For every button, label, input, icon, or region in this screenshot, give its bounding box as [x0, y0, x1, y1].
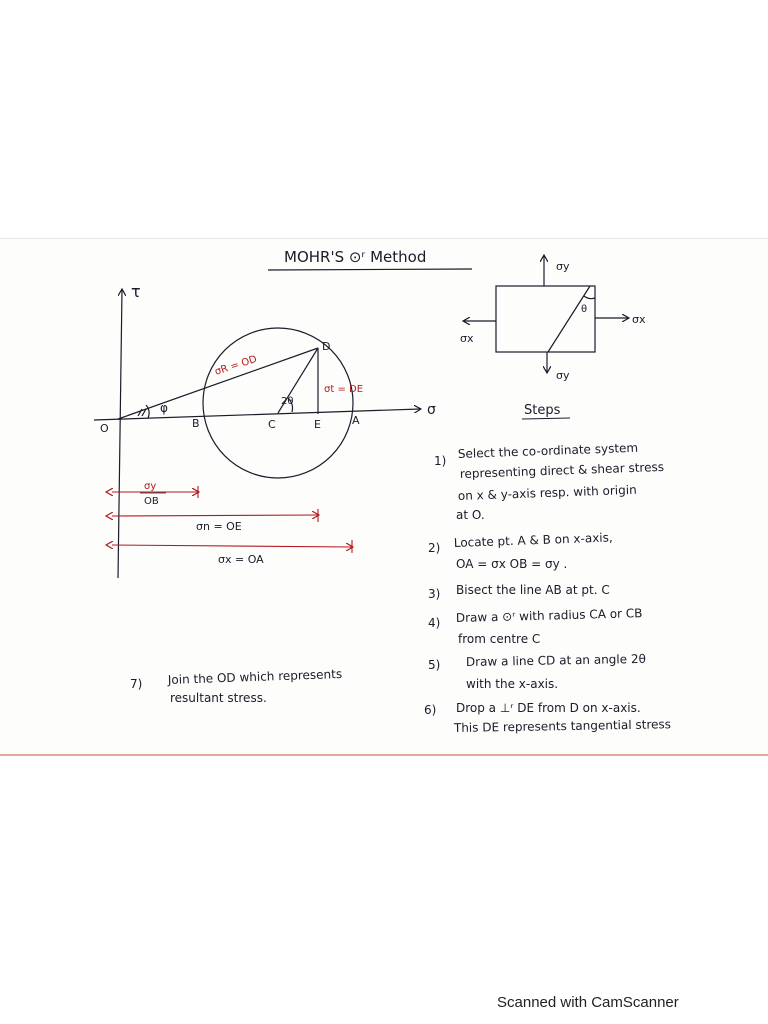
dim-sy-label: σy: [144, 481, 156, 492]
line-od: [117, 347, 319, 420]
step-7-line-1: Join the OD which represents: [167, 667, 343, 687]
step-1-number: 1): [434, 454, 446, 468]
step-5: 5) Draw a line CD at an angle 2θ with th…: [428, 652, 646, 691]
dim-sx-label: σx = OA: [218, 553, 264, 566]
element-square: [495, 285, 596, 353]
point-o-label: O: [100, 422, 109, 435]
step-4-line-1: Draw a ⊙ʳ with radius CA or CB: [456, 606, 643, 625]
dim-ob-label: OB: [144, 496, 159, 507]
element-sy-top: σy: [556, 260, 570, 273]
scanner-watermark: Scanned with CamScanner: [497, 994, 679, 1011]
point-e-label: E: [314, 418, 321, 431]
tangential-label: σt = DE: [324, 384, 363, 395]
dim-oa-line: [112, 545, 352, 547]
step-5-line-2: with the x-axis.: [466, 677, 558, 691]
step-3-line-1: Bisect the line AB at pt. C: [456, 583, 610, 597]
step-7: 7) Join the OD which represents resultan…: [130, 667, 342, 705]
dim-sn-label: σn = OE: [196, 520, 242, 533]
step-1-line-2: representing direct & shear stress: [460, 460, 665, 481]
mohr-circle: [202, 327, 354, 479]
mohr-diagram: [93, 290, 420, 579]
point-b-label: B: [192, 417, 200, 430]
tau-axis: [117, 290, 122, 579]
phi-label: φ: [160, 401, 168, 415]
step-2-number: 2): [428, 541, 440, 555]
step-3: 3) Bisect the line AB at pt. C: [428, 583, 610, 601]
sheet-top-edge: [0, 238, 768, 239]
two-theta-arc: [287, 397, 294, 413]
steps-heading-underline: [521, 417, 571, 420]
resultant-label: σR = OD: [214, 354, 259, 378]
step-2: 2) Locate pt. A & B on x-axis, OA = σx O…: [428, 530, 613, 571]
sigma-axis: [93, 409, 420, 421]
dimension-lines: [112, 486, 352, 553]
angle-mark-2: [141, 408, 147, 417]
sigma-axis-label: σ: [427, 402, 436, 418]
point-c-label: C: [268, 418, 276, 431]
step-1-line-1: Select the co-ordinate system: [458, 441, 639, 461]
step-7-number: 7): [130, 677, 142, 691]
point-d-label: D: [322, 340, 330, 353]
sheet-bottom-edge: [0, 754, 768, 756]
paper-sheet: [0, 238, 768, 756]
step-2-line-1: Locate pt. A & B on x-axis,: [454, 530, 613, 550]
element-sy-bottom: σy: [556, 369, 570, 382]
step-5-number: 5): [428, 658, 440, 672]
dim-oe-line: [112, 515, 318, 516]
step-1: 1) Select the co-ordinate system represe…: [434, 441, 664, 522]
element-theta: θ: [581, 304, 587, 315]
step-4: 4) Draw a ⊙ʳ with radius CA or CB from c…: [428, 606, 643, 646]
line-cd: [277, 347, 319, 414]
element-theta-arc: [583, 295, 596, 300]
step-7-line-2: resultant stress.: [170, 691, 267, 705]
step-6-number: 6): [424, 703, 436, 717]
point-a-label: A: [352, 414, 360, 427]
step-1-line-3: on x & y-axis resp. with origin: [458, 483, 637, 503]
step-3-number: 3): [428, 587, 440, 601]
step-2-line-2: OA = σx OB = σy .: [456, 557, 567, 571]
step-4-line-2: from centre C: [458, 632, 540, 646]
element-sx-left: σx: [460, 332, 474, 345]
step-4-number: 4): [428, 616, 440, 630]
step-6: 6) Drop a ⊥ʳ DE from D on x-axis. This D…: [424, 701, 671, 735]
element-sx-right: σx: [632, 313, 646, 326]
stress-element: [464, 256, 628, 372]
two-theta-label: 2θ: [281, 396, 293, 407]
element-diagonal: [547, 285, 591, 353]
steps-heading: Steps: [524, 403, 561, 418]
step-6-line-2: This DE represents tangential stress: [453, 717, 671, 735]
title-underline: [267, 268, 473, 271]
step-6-line-1: Drop a ⊥ʳ DE from D on x-axis.: [456, 701, 641, 715]
step-5-line-1: Draw a line CD at an angle 2θ: [466, 652, 646, 669]
tau-axis-label: τ: [131, 282, 141, 301]
step-1-line-4: at O.: [456, 508, 485, 522]
phi-arc: [145, 404, 150, 419]
page-title: MOHR'S ⊙ʳ Method: [284, 248, 426, 266]
angle-mark-1: [137, 408, 143, 417]
